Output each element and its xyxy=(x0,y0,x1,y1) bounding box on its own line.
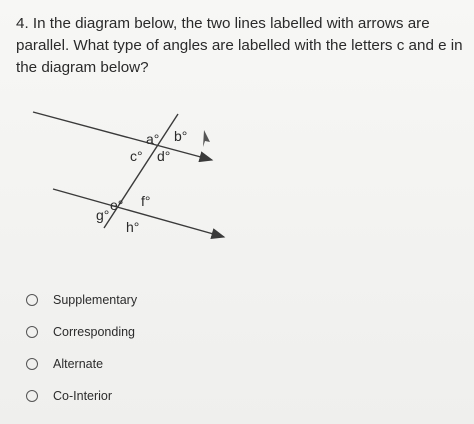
parallel-line-top xyxy=(32,111,214,163)
radio-button[interactable] xyxy=(26,326,38,338)
option-label: Co-Interior xyxy=(53,389,113,403)
option-alternate[interactable]: Alternate xyxy=(26,348,326,380)
option-label: Supplementary xyxy=(53,293,138,307)
parallel-lines-diagram: a° b° c° d° e° f° g° h° xyxy=(32,111,226,239)
angle-label-c: c° xyxy=(130,148,143,164)
option-corresponding[interactable]: Corresponding xyxy=(26,316,326,348)
angle-label-g: g° xyxy=(96,207,109,223)
question-text: 4. In the diagram below, the two lines l… xyxy=(16,15,463,76)
radio-button[interactable] xyxy=(26,294,38,306)
angle-label-e: e° xyxy=(110,197,123,213)
angle-label-f: f° xyxy=(141,193,151,209)
radio-button[interactable] xyxy=(26,358,38,370)
option-label: Corresponding xyxy=(53,325,135,339)
angle-label-h: h° xyxy=(126,219,139,235)
arrow-cursor-icon xyxy=(203,130,210,147)
option-co-interior[interactable]: Co-Interior xyxy=(26,380,326,412)
option-supplementary[interactable]: Supplementary xyxy=(26,284,326,316)
radio-button[interactable] xyxy=(26,390,38,402)
answer-options: Supplementary Corresponding Alternate Co… xyxy=(26,284,326,412)
angle-label-a: a° xyxy=(146,131,159,147)
angle-label-b: b° xyxy=(174,128,187,144)
parallel-line-bottom xyxy=(52,188,226,239)
option-label: Alternate xyxy=(53,357,104,371)
angle-label-d: d° xyxy=(157,148,170,164)
transversal-line xyxy=(103,113,179,229)
